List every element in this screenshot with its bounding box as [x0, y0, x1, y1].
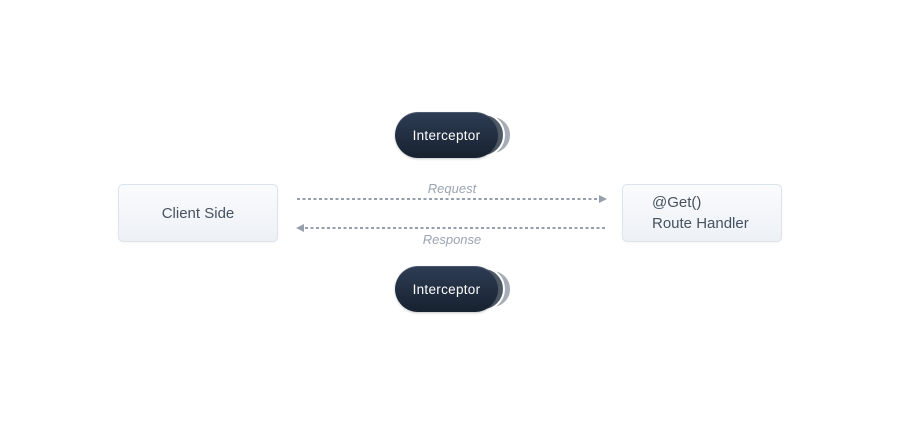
- response-arrowhead-icon: [296, 224, 304, 232]
- request-arrowhead-icon: [599, 195, 607, 203]
- interceptor-pill-top-label: Interceptor: [412, 127, 481, 143]
- interceptor-pill-bottom-front: Interceptor: [395, 266, 498, 312]
- response-label: Response: [422, 232, 482, 247]
- interceptor-pill-top-front: Interceptor: [395, 112, 498, 158]
- request-arrow-line: [297, 198, 599, 200]
- route-handler-box: @Get() Route Handler: [622, 184, 782, 242]
- route-handler-label: Route Handler: [652, 215, 749, 232]
- request-label: Request: [427, 181, 477, 196]
- client-side-label: Client Side: [161, 204, 235, 222]
- interceptor-pill-bottom: Interceptor: [395, 266, 517, 312]
- client-side-box: Client Side: [118, 184, 278, 242]
- route-decorator-label: @Get(): [652, 194, 702, 211]
- response-arrow-line: [305, 227, 607, 229]
- interceptor-pill-top: Interceptor: [395, 112, 517, 158]
- interceptor-pill-bottom-label: Interceptor: [412, 281, 481, 297]
